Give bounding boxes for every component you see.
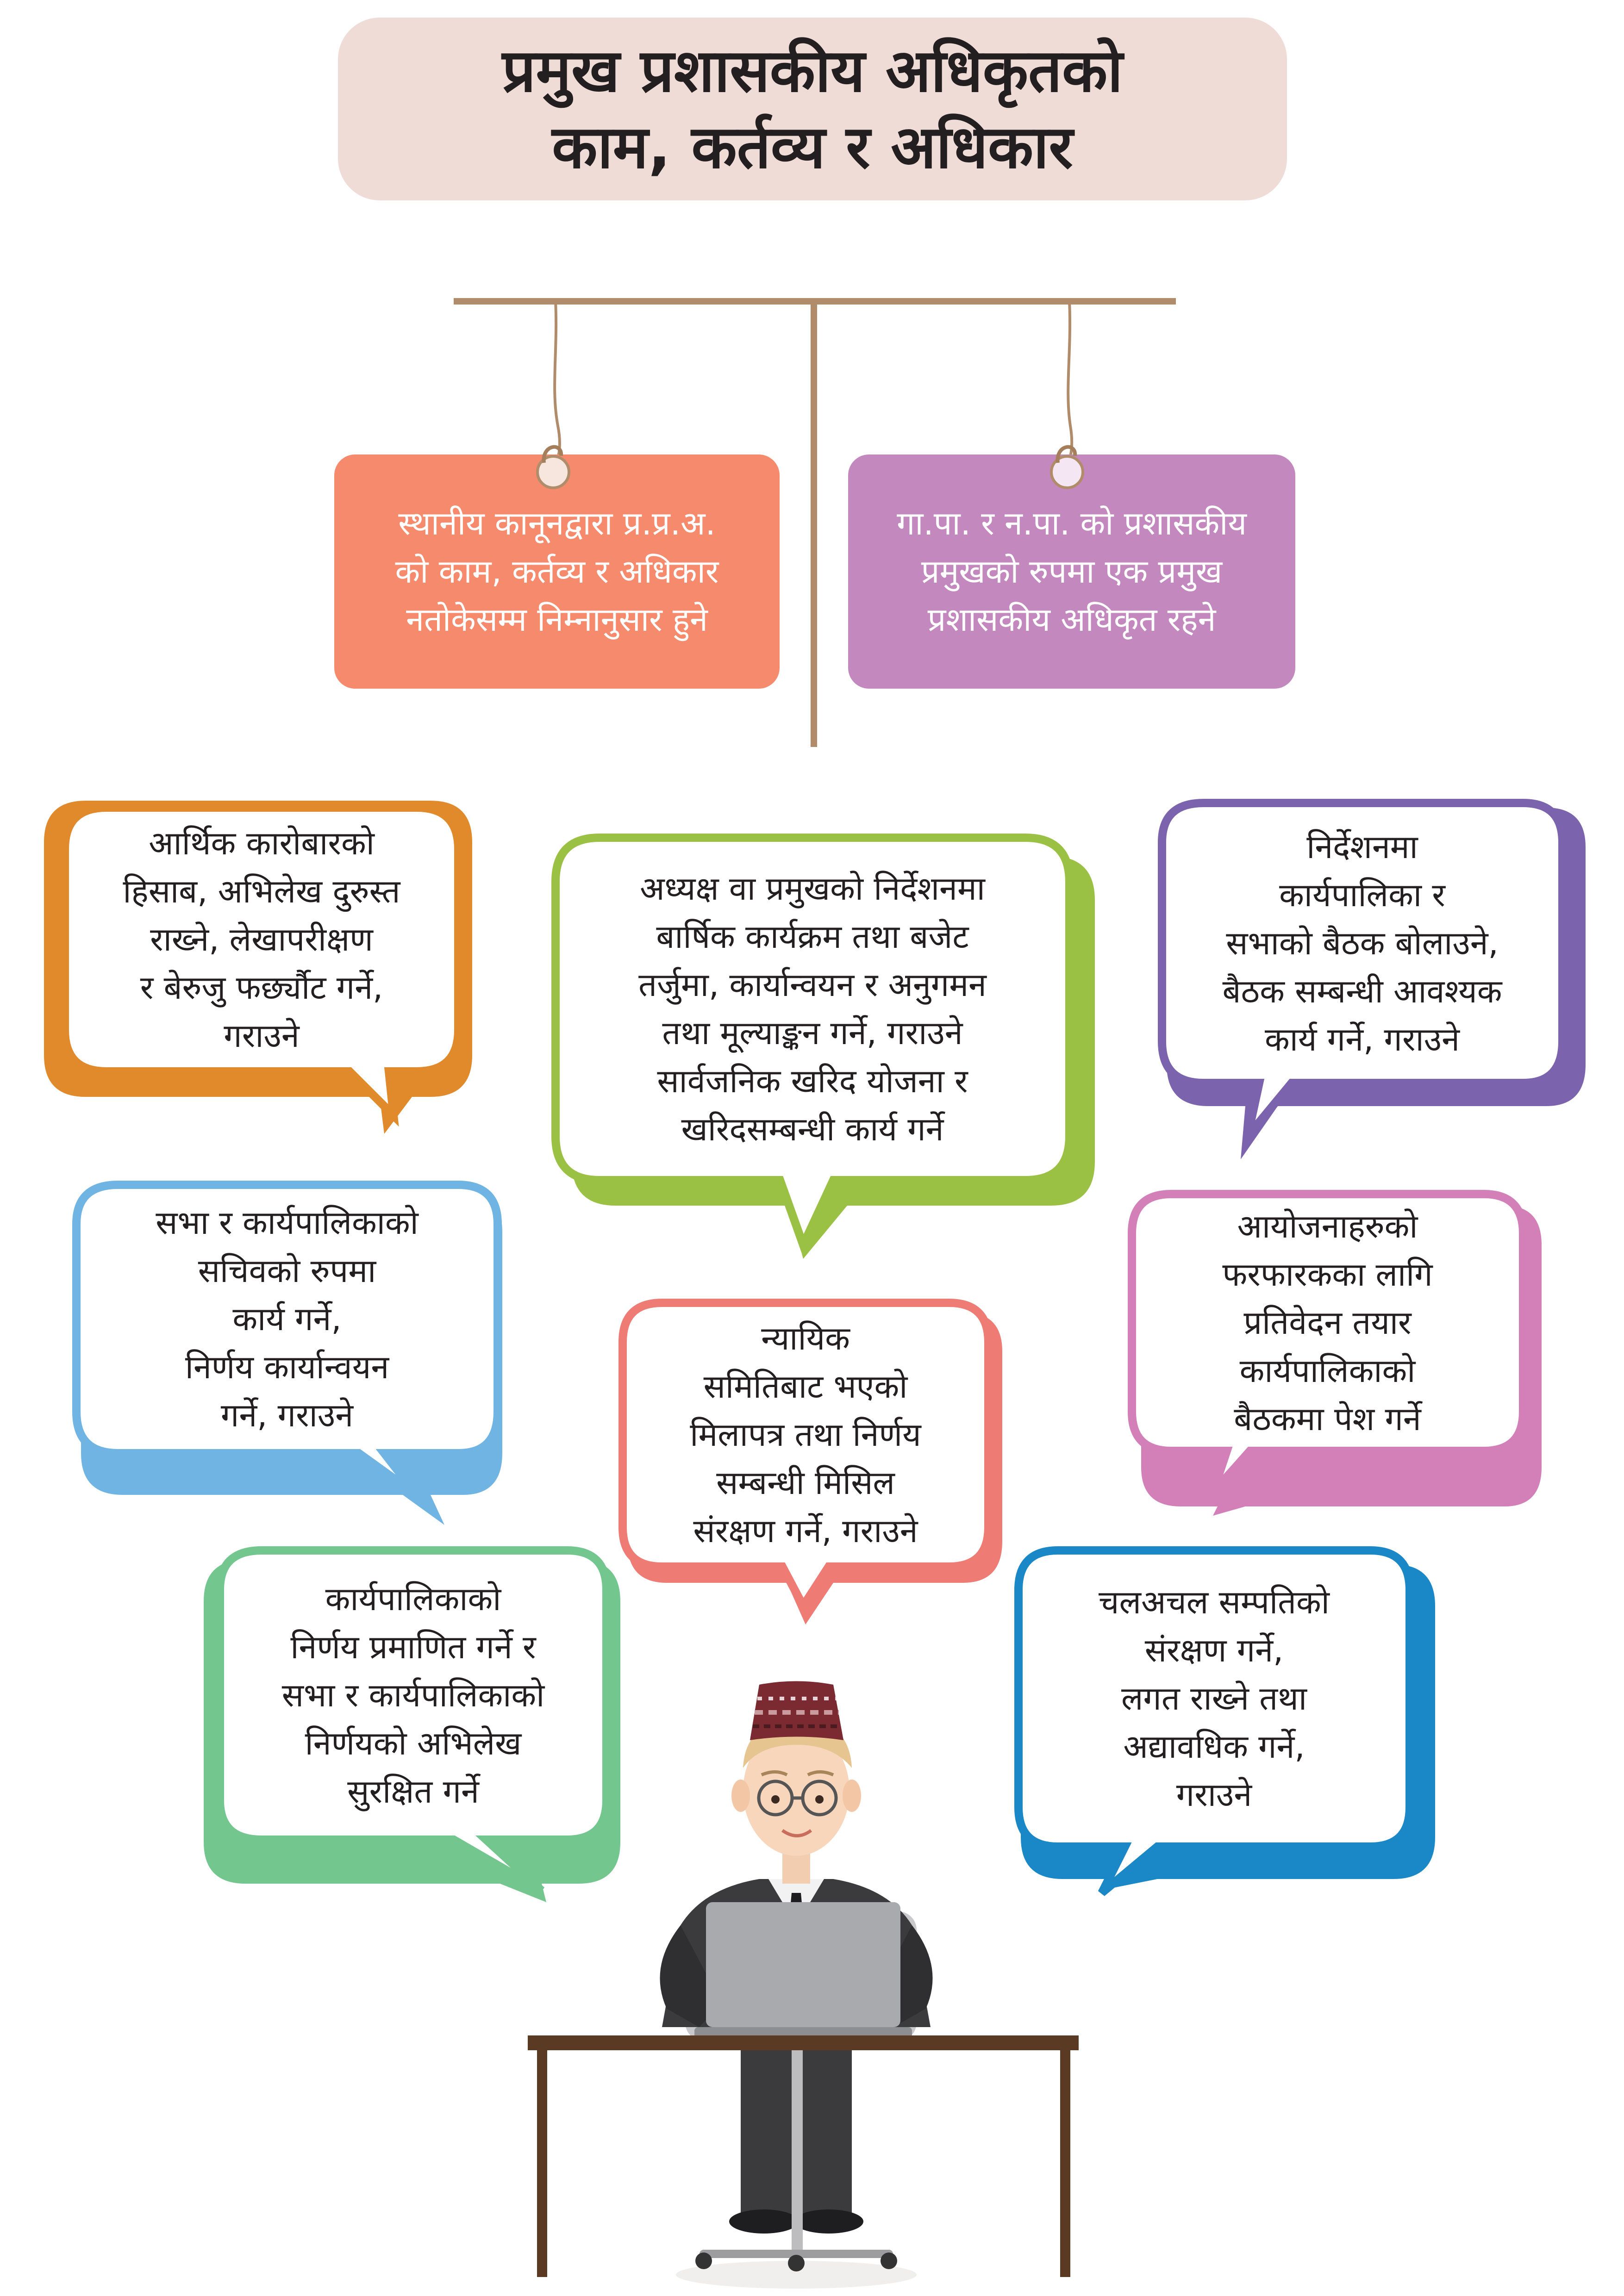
bubble-mint-shape (204, 1546, 620, 1902)
sign-local-law: स्थानीय कानूनद्वारा प्र.प्र.अ. को काम, क… (334, 454, 780, 689)
bubble-darkblue-shape (1014, 1546, 1435, 1896)
sign-line: गा.पा. र न.पा. को प्रशासकीय (896, 504, 1247, 542)
bubble-line: कार्यपालिका र (1279, 876, 1445, 914)
right-string (1064, 300, 1074, 468)
bubble-line: निर्णयको अभिलेख (305, 1724, 522, 1762)
sign-line: को काम, कर्तव्य र अधिकार (395, 553, 719, 591)
sign-admin-head: गा.पा. र न.पा. को प्रशासकीय प्रमुखको रुप… (848, 454, 1295, 689)
title-box: प्रमुख प्रशासकीय अधिकृतको काम, कर्तव्य र… (338, 18, 1287, 200)
bubble-line: सम्बन्धी मिसिल (716, 1464, 895, 1502)
bubble-line: गराउने (1176, 1776, 1252, 1814)
center-post (811, 298, 817, 747)
title-line-2: काम, कर्तव्य र अधिकार (552, 112, 1073, 182)
dhaka-topi-icon (750, 1681, 843, 1740)
bubble-green-shape (551, 834, 1095, 1259)
bubble-line: निर्णय प्रमाणित गर्ने र (290, 1628, 536, 1666)
hook-icon (536, 445, 570, 489)
bubble-projects: आयोजनाहरुको फरफारकका लागि प्रतिवेदन तयार… (1137, 1199, 1518, 1446)
bubble-line: कार्यपालिकाको (1239, 1351, 1416, 1390)
bubble-line: अद्यावधिक गर्ने, (1123, 1728, 1305, 1766)
bubble-line: समितिबाट भएको (703, 1368, 908, 1406)
bubble-line: तथा मूल्याङ्कन गर्ने, गराउने (662, 1014, 963, 1052)
bubble-pink-shape (1128, 1190, 1542, 1516)
bubble-judicial: न्यायिक समितिबाट भएको मिलापत्र तथा निर्ण… (627, 1307, 984, 1562)
bubble-line: र बेरुजु फर्छ्यौट गर्ने, (140, 969, 383, 1007)
bubble-line: बार्षिक कार्यक्रम तथा बजेट (656, 918, 969, 956)
bubble-line: कार्य गर्ने, गराउने (1265, 1020, 1460, 1058)
hook-icon (1050, 445, 1084, 489)
bubble-line: निर्देशनमा (1306, 828, 1418, 866)
bubble-line: गराउने (224, 1017, 300, 1055)
title-line-1: प्रमुख प्रशासकीय अधिकृतको (502, 36, 1123, 106)
sign-line: स्थानीय कानूनद्वारा प्र.प्र.अ. (398, 504, 716, 542)
sign-line: प्रशासकीय अधिकृत रहने (927, 601, 1216, 639)
bubble-line: राख्ने, लेखापरीक्षण (150, 921, 373, 958)
bubble-line: तर्जुमा, कार्यान्वयन र अनुगमन (638, 966, 987, 1004)
bubble-line: फरफारकका लागि (1222, 1255, 1433, 1294)
bubble-salmon-shape (618, 1299, 1002, 1624)
bubble-line: बैठकमा पेश गर्ने (1234, 1400, 1421, 1438)
bubble-line: मिलापत्र तथा निर्णय (690, 1416, 921, 1454)
bubble-line: लगत राख्ने तथा (1121, 1680, 1307, 1717)
bubble-line: संरक्षण गर्ने, (1144, 1631, 1284, 1669)
bubble-line: सभा र कार्यपालिकाको (156, 1204, 418, 1242)
bubble-line: सभाको बैठक बोलाउने, (1226, 924, 1499, 962)
sign-right-bg (848, 454, 1295, 689)
bubble-line: न्यायिक (761, 1319, 850, 1357)
bubble-purple-shape (1158, 799, 1586, 1159)
bubble-line: आर्थिक कारोबारको (149, 824, 375, 862)
bubble-line: निर्णय कार्यान्वयन (185, 1348, 389, 1386)
bubble-line: सभा र कार्यपालिकाको (281, 1676, 545, 1714)
bubble-meeting: निर्देशनमा कार्यपालिका र सभाको बैठक बोला… (1167, 808, 1558, 1078)
bubble-line: अध्यक्ष वा प्रमुखको निर्देशनमा (640, 870, 985, 908)
bubble-line: संरक्षण गर्ने, गराउने (693, 1512, 918, 1550)
bubble-financial: आर्थिक कारोबारको हिसाब, अभिलेख दुरुस्त र… (69, 812, 454, 1067)
person-at-desk-icon (528, 1681, 1079, 2289)
sign-left-bg (334, 454, 780, 689)
sign-line: प्रमुखको रुपमा एक प्रमुख (921, 553, 1223, 591)
bubble-line: आयोजनाहरुको (1237, 1207, 1418, 1245)
bubble-line: सचिवको रुपमा (198, 1252, 376, 1290)
bubble-line: खरिदसम्बन्धी कार्य गर्ने (681, 1110, 944, 1148)
laptop-icon (694, 1902, 912, 2038)
bubble-line: गर्ने, गराउने (220, 1396, 354, 1434)
bubble-secretary: सभा र कार्यपालिकाको सचिवको रुपमा कार्य ग… (81, 1189, 493, 1449)
bubble-line: हिसाब, अभिलेख दुरुस्त (123, 872, 400, 910)
bubble-property: चलअचल सम्पतिको संरक्षण गर्ने, लगत राख्ने… (1023, 1555, 1405, 1842)
bubble-line: सार्वजनिक खरिद योजना र (657, 1062, 968, 1100)
bubble-line: कार्य गर्ने, (232, 1300, 342, 1338)
bubble-blue-shape (72, 1181, 502, 1525)
bubble-line: बैठक सम्बन्धी आवश्यक (1222, 972, 1502, 1010)
bubble-line: सुरक्षित गर्ने (347, 1772, 479, 1811)
bubble-line: चलअचल सम्पतिको (1099, 1583, 1330, 1621)
bubble-line: कार्यपालिकाको (325, 1580, 501, 1618)
bubble-budget-planning: अध्यक्ष वा प्रमुखको निर्देशनमा बार्षिक क… (560, 842, 1065, 1176)
left-string (552, 300, 561, 468)
bubble-orange-shape (44, 801, 472, 1134)
bubble-decision-records: कार्यपालिकाको निर्णय प्रमाणित गर्ने र सभ… (225, 1555, 602, 1835)
bubble-line: प्रतिवेदन तयार (1243, 1303, 1412, 1342)
sign-line: नतोकेसम्म निम्नानुसार हुने (406, 601, 708, 639)
